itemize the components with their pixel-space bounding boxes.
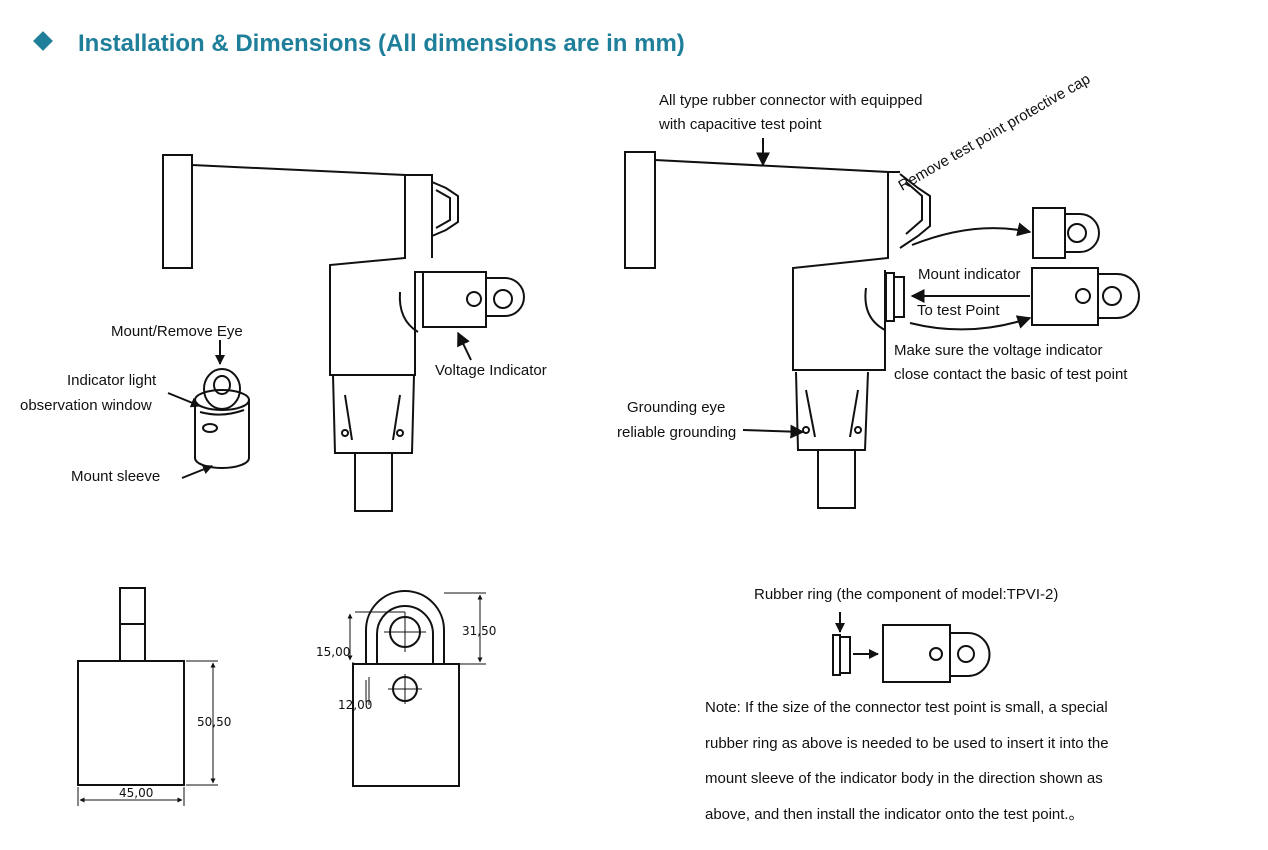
dimension-width: 45,00: [119, 786, 154, 800]
to-test-point-label: To test Point: [917, 302, 1000, 319]
connector-label-line1: All type rubber connector with equipped: [659, 92, 923, 109]
right-connector-drawing: [625, 138, 930, 508]
small-indicator-sketch: [168, 340, 249, 478]
make-sure-label-line2: close contact the basic of test point: [894, 366, 1128, 383]
dimension-hole-offset: 12,00: [338, 698, 373, 712]
note-line: Note: If the size of the connector test …: [705, 699, 1108, 716]
indicator-light-label: Indicator light: [67, 372, 157, 389]
mount-remove-eye-label: Mount/Remove Eye: [111, 323, 243, 340]
side-view-drawing: [347, 591, 486, 786]
reliable-grounding-label: reliable grounding: [617, 424, 737, 441]
mount-indicator-label: Mount indicator: [918, 266, 1021, 283]
dimension-eye-offset: 15,00: [316, 645, 351, 659]
left-connector-drawing: [163, 155, 524, 511]
dimension-height: 50,50: [197, 715, 232, 729]
connector-label-line2: with capacitive test point: [659, 116, 822, 133]
rubber-ring-label: Rubber ring (the component of model:TPVI…: [754, 586, 1059, 603]
mount-sleeve-label: Mount sleeve: [71, 468, 161, 485]
observation-window-label: observation window: [20, 397, 152, 414]
rubber-ring-drawing: [833, 612, 990, 682]
protective-cap-drawing: [912, 208, 1099, 258]
page-title: Installation & Dimensions (All dimension…: [78, 30, 685, 57]
indicator-right-drawing: [910, 268, 1139, 329]
front-view-drawing: [78, 588, 218, 806]
note-line: above, and then install the indicator on…: [705, 805, 1084, 823]
dimension-eye-height: 31,50: [462, 624, 497, 638]
make-sure-label-line1: Make sure the voltage indicator: [894, 342, 1103, 359]
note-line: rubber ring as above is needed to be use…: [705, 734, 1109, 752]
note-line: mount sleeve of the indicator body in th…: [705, 770, 1103, 787]
installation-note: Note: If the size of the connector test …: [705, 690, 1155, 832]
grounding-eye-label: Grounding eye: [627, 399, 726, 416]
voltage-indicator-label: Voltage Indicator: [435, 362, 547, 379]
